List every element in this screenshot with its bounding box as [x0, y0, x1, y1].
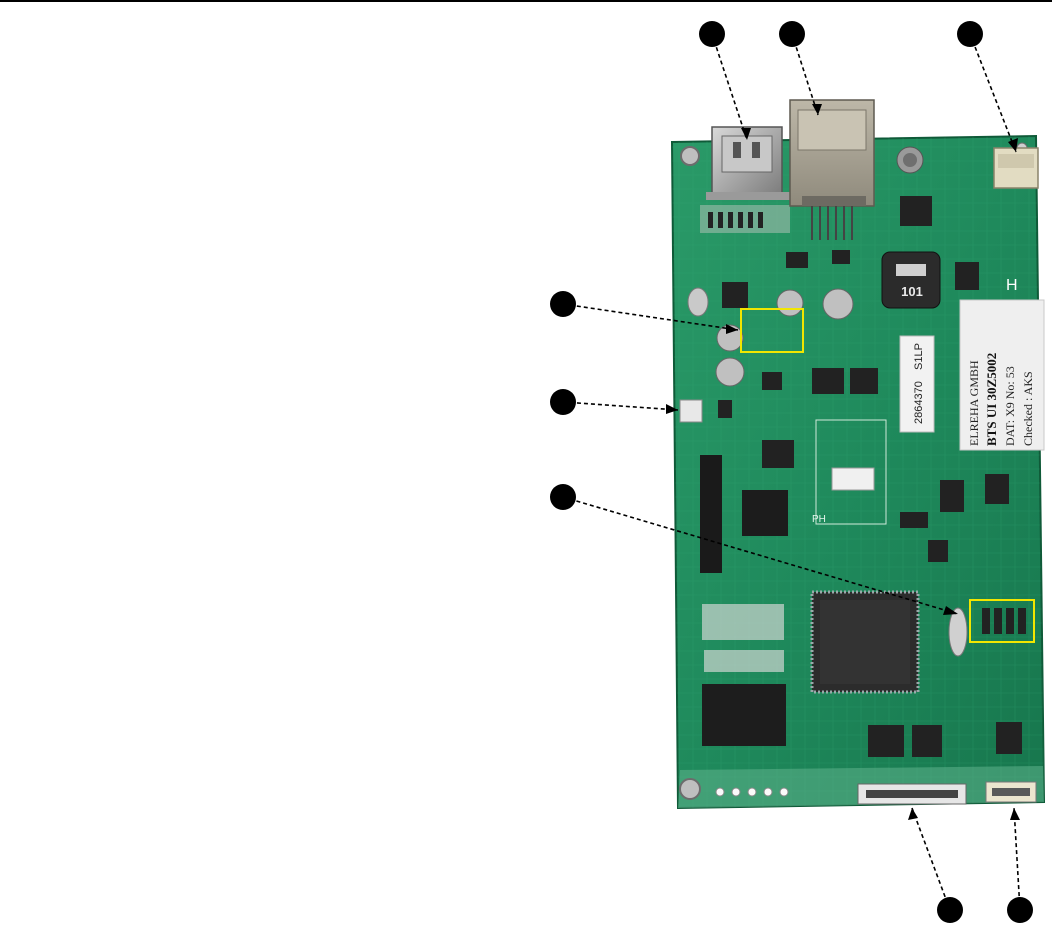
white-connector: [815, 419, 887, 525]
callout-usb-connector: [699, 21, 725, 47]
main-processor: [810, 590, 920, 694]
mounting-hole-icon: [680, 146, 700, 166]
board-id-text: 2864370: [913, 381, 925, 424]
crystal: [948, 607, 968, 657]
label-sticker: ELREHA GMBH BTS UI 30Z5002 DAT: X9 No: 5…: [959, 299, 1045, 451]
sticker-line-1: ELREHA GMBH: [967, 360, 981, 446]
callout-side-connector: [550, 389, 576, 415]
sticker-line-3: DAT: X9 No: 53: [1003, 366, 1017, 446]
pin-header: [700, 455, 722, 573]
highlight-box-upper: [740, 308, 804, 353]
sticker-line-2: BTS UI 30Z5002: [984, 353, 999, 446]
callout-ethernet-jack: [779, 21, 805, 47]
top-rule: [0, 0, 1052, 2]
board-id-label: 2864370 S1LP: [899, 335, 935, 433]
side-silk-mark: PH: [812, 514, 826, 525]
callout-ribbon-connector: [937, 897, 963, 923]
ethernet-jack: [789, 99, 875, 240]
callout-small-connector: [1007, 897, 1033, 923]
callout-markers: [550, 21, 1033, 923]
edge-pads: [715, 787, 789, 797]
smd-components: [718, 196, 1022, 757]
side-connector: [679, 399, 703, 423]
power-inductor: 101: [881, 251, 941, 309]
callout-arrowheads: [666, 104, 1020, 820]
memory-chips: [702, 604, 786, 746]
corner-silk-mark: H: [1006, 277, 1018, 294]
callout-component-area-upper: [550, 291, 576, 317]
board-rev-text: S1LP: [913, 343, 925, 370]
highlight-box-lower: [969, 599, 1035, 643]
inductor-mark: 101: [901, 284, 923, 299]
callout-power-connector: [957, 21, 983, 47]
sticker-line-4: Checked : AKS: [1021, 371, 1035, 446]
callout-component-area-lower: [550, 484, 576, 510]
ribbon-connector: [857, 783, 967, 805]
usb-connector: [700, 126, 790, 233]
mounting-hole-icon: [679, 778, 701, 800]
power-connector: [993, 147, 1039, 189]
small-connector: [985, 781, 1037, 803]
highlight-lower-components: [982, 608, 1026, 634]
callouts: [562, 33, 1021, 911]
